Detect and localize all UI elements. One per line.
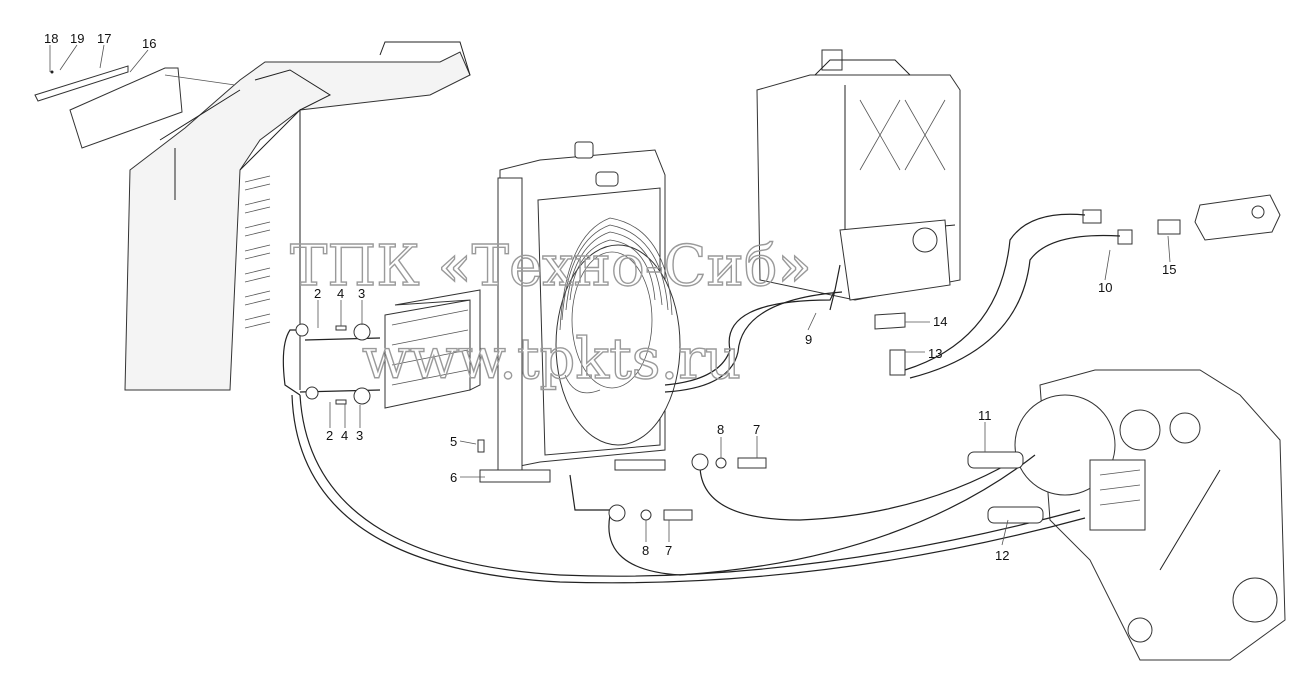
callout-18: 18: [44, 31, 58, 46]
watermark-company: ТПК «Техно-Сиб»: [290, 234, 812, 299]
callout-3-top: 3: [358, 286, 365, 301]
fittings: [295, 323, 767, 522]
oil-cooler: [282, 289, 481, 409]
leader-lines: [49, 44, 1171, 546]
seal-plate-16: [69, 67, 183, 149]
callout-6: 6: [450, 470, 457, 485]
watermark: ТПК «Техно-Сиб» www.tpkts.ru: [289, 233, 812, 392]
hose-lines: [291, 213, 1121, 584]
seal-strip-17: [34, 65, 129, 102]
callout-7-top: 7: [753, 422, 760, 437]
callout-16: 16: [142, 36, 156, 51]
watermark-url: www.tpkts.ru: [362, 327, 741, 392]
callout-14: 14: [933, 314, 947, 329]
radiator-assembly: [479, 141, 681, 511]
callout-12: 12: [995, 548, 1009, 563]
callout-17: 17: [97, 31, 111, 46]
callout-8-bottom: 8: [642, 543, 649, 558]
callout-2-top: 2: [314, 286, 321, 301]
callout-3-bottom: 3: [356, 428, 363, 443]
bolt-18: [50, 70, 54, 74]
transmission: [1014, 369, 1286, 661]
callout-10: 10: [1098, 280, 1112, 295]
callout-11: 11: [978, 408, 992, 423]
callout-8-top: 8: [717, 422, 724, 437]
callout-2-bottom: 2: [326, 428, 333, 443]
seal-strip-assembly: [34, 65, 236, 149]
callout-15: 15: [1162, 262, 1176, 277]
cab-body: [124, 41, 471, 391]
fan-guard: [559, 217, 673, 394]
valve-block: [1082, 194, 1281, 245]
callout-9: 9: [805, 332, 812, 347]
cab-vent-slots: [244, 175, 271, 329]
callout-4-top: 4: [337, 286, 344, 301]
callout-4-bottom: 4: [341, 428, 348, 443]
callout-labels: 18 19 17 16 2 4 3 2 4 3 5 6 8 7 8 7 9 10…: [44, 31, 1176, 563]
hydraulic-tank: [756, 49, 961, 311]
callout-13: 13: [928, 346, 942, 361]
callout-5: 5: [450, 434, 457, 449]
callout-7-bottom: 7: [665, 543, 672, 558]
callout-19: 19: [70, 31, 84, 46]
